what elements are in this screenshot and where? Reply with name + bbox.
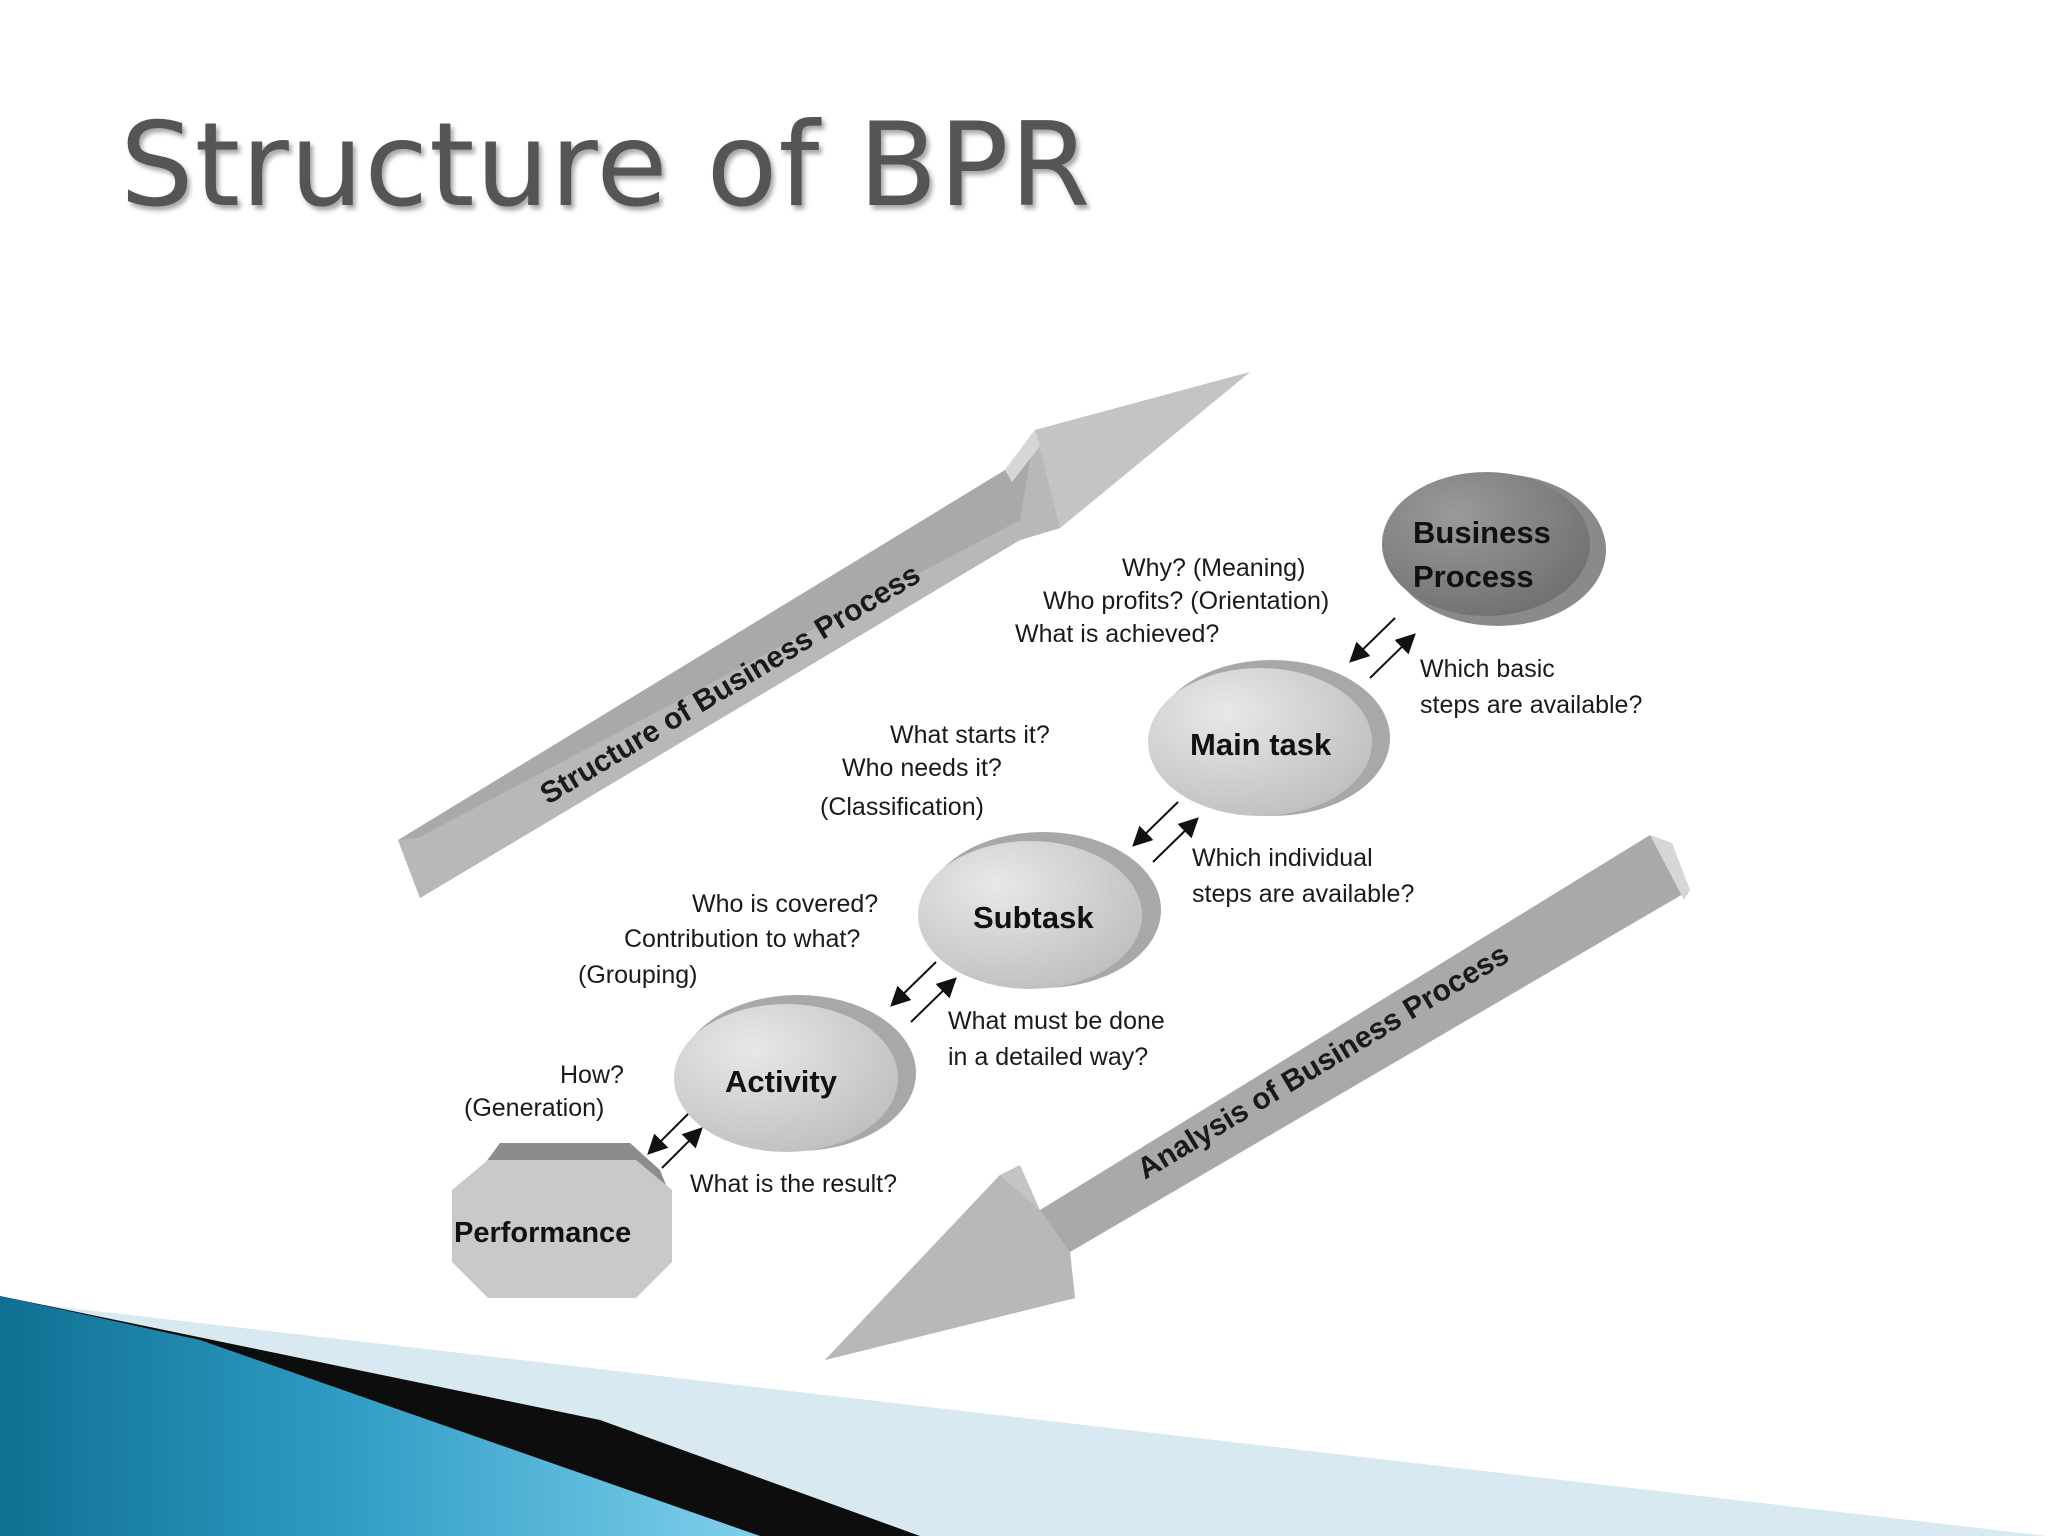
decor-blue-band <box>0 1296 760 1536</box>
question-text: What is achieved? <box>1015 620 1219 648</box>
subtask-label: Subtask <box>973 900 1094 935</box>
question-text: Contribution to what? <box>624 925 860 953</box>
business-process-questions: Why? (Meaning) Who profits? (Orientation… <box>1015 554 1329 648</box>
maintask-subtask-questions: Which individual steps are available? <box>1192 844 1414 908</box>
question-text: (Grouping) <box>578 961 698 989</box>
question-text: What is the result? <box>690 1170 897 1198</box>
question-text: How? <box>560 1061 624 1089</box>
connector-subtask-activity <box>890 961 957 1023</box>
connector-activity-performance <box>647 1113 703 1169</box>
bp-maintask-questions: Which basic steps are available? <box>1420 655 1642 719</box>
question-text: (Classification) <box>820 793 984 821</box>
activity-node: Activity <box>674 995 916 1152</box>
question-text: Who is covered? <box>692 890 878 918</box>
question-text: Who profits? (Orientation) <box>1043 587 1329 615</box>
connector-maintask-subtask <box>1132 801 1199 863</box>
question-text: Why? (Meaning) <box>1122 554 1305 582</box>
subtask-node: Subtask <box>918 832 1161 989</box>
main-task-label: Main task <box>1190 727 1332 762</box>
business-process-node: Business Process <box>1382 472 1606 626</box>
subtask-questions: Who is covered? Contribution to what? (G… <box>578 890 878 989</box>
performance-node: Performance <box>452 1143 672 1298</box>
performance-label: Performance <box>454 1217 631 1249</box>
question-text: steps are available? <box>1420 691 1642 719</box>
subtask-activity-questions: What must be done in a detailed way? <box>948 1007 1165 1071</box>
question-text: in a detailed way? <box>948 1043 1148 1071</box>
main-task-node: Main task <box>1148 660 1390 816</box>
slide-title: Structure of BPR <box>120 98 1092 233</box>
question-text: Which basic <box>1420 655 1555 683</box>
activity-questions: How? (Generation) <box>464 1061 624 1122</box>
question-text: (Generation) <box>464 1094 604 1122</box>
activity-label: Activity <box>725 1064 838 1099</box>
business-process-label-2: Process <box>1413 559 1534 594</box>
question-text: Which individual <box>1192 844 1373 872</box>
activity-performance-questions: What is the result? <box>690 1170 897 1198</box>
question-text: What must be done <box>948 1007 1165 1035</box>
analysis-arrow-label: Analysis of Business Process <box>1132 938 1515 1186</box>
question-text: steps are available? <box>1192 880 1414 908</box>
question-text: Who needs it? <box>842 754 1002 782</box>
business-process-label-1: Business <box>1413 515 1551 550</box>
question-text: What starts it? <box>890 721 1050 749</box>
maintask-questions: What starts it? Who needs it? (Classific… <box>820 721 1050 821</box>
connector-bp-maintask <box>1349 617 1416 679</box>
